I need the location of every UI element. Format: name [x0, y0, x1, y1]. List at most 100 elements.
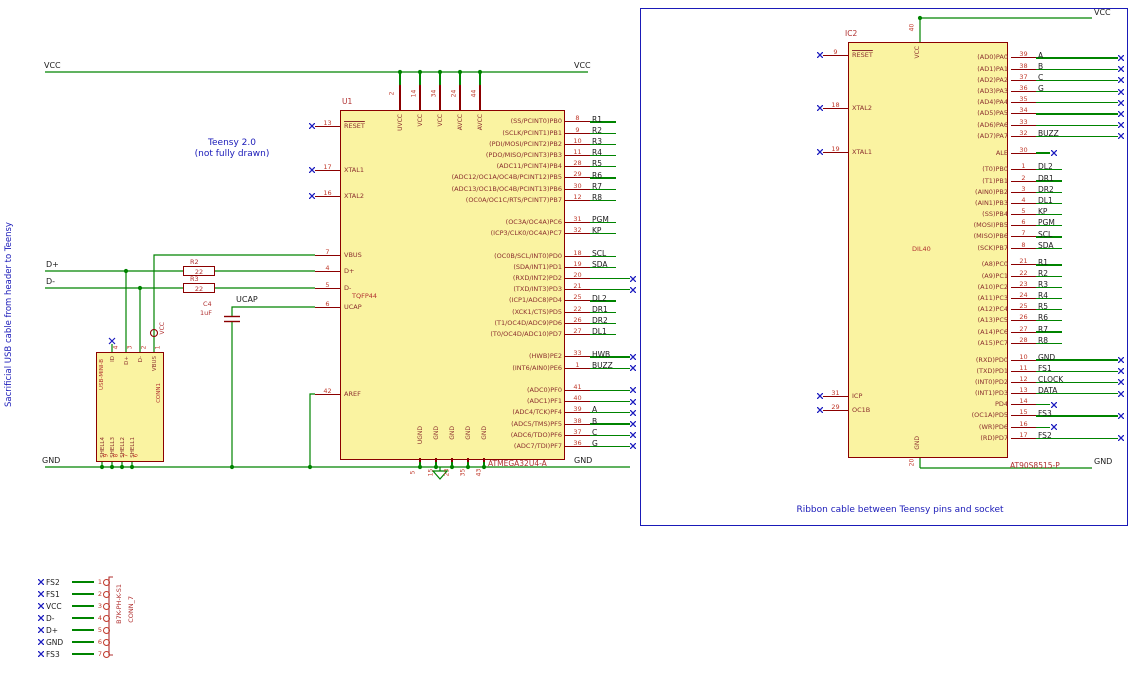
pin-row[interactable]: (ICP3/CLK0/OC4A)PC7 32 KP: [342, 226, 636, 239]
pin-row[interactable]: (OC0A/OC1C/RTS/PCINT7)PB7 12 R8: [342, 192, 636, 206]
u1-body[interactable]: [340, 110, 565, 460]
net-label-dminus[interactable]: D-: [46, 277, 56, 286]
pin-row[interactable]: (A15)PC7 28 R8: [850, 336, 1124, 349]
net-label[interactable]: DR1: [1038, 173, 1054, 183]
pin-row[interactable]: (INT0)PD2 12 CLOCK: [850, 375, 1124, 388]
net-label[interactable]: R3: [1038, 279, 1048, 289]
net-label[interactable]: DR1: [592, 304, 608, 314]
pin-row[interactable]: (XCK1/CTS)PD5 22 DR1: [342, 304, 636, 318]
u1-pin-xtal2[interactable]: 16 XTAL2: [309, 189, 364, 202]
net-label-vcc[interactable]: VCC: [44, 61, 61, 70]
pin-row[interactable]: (OC1A)PD5 15 FS3: [850, 408, 1124, 421]
pin-row[interactable]: (T1)PB1 2 DR1: [850, 173, 1124, 186]
power-rails[interactable]: [45, 71, 630, 468]
net-label[interactable]: D-: [46, 613, 55, 623]
net-label[interactable]: KP: [1038, 207, 1048, 217]
pin-row[interactable]: (A8)PC0 21 R1: [850, 257, 1124, 270]
u1-power-pin[interactable]: 34 VCC: [430, 72, 450, 142]
net-label[interactable]: SDA: [592, 260, 608, 270]
u1-pin-aref[interactable]: 42 AREF: [309, 387, 361, 400]
pin-row[interactable]: (OC3A/OC4A)PC6 31 PGM: [342, 215, 636, 228]
net-label[interactable]: R6: [592, 170, 602, 180]
pin-row[interactable]: (ADC12/OC1A/OC4B/PCINT12)PB5 29 R6: [342, 170, 636, 183]
pin-row[interactable]: (T1/OC4D/ADC9)PD6 26 DR2: [342, 316, 636, 329]
net-label[interactable]: R8: [592, 192, 602, 202]
pin-row[interactable]: (ADC5/TMS)PF5 38 B: [342, 416, 636, 429]
pin-row[interactable]: (AIN0)PB2 3 DR2: [850, 184, 1124, 198]
net-label[interactable]: FS1: [1038, 363, 1052, 373]
net-label[interactable]: SCL: [1038, 229, 1053, 239]
ic2-pin-icp[interactable]: 31 ICP: [817, 389, 862, 402]
u1-pin-dminus[interactable]: 5 D-: [309, 281, 351, 294]
net-label[interactable]: R4: [592, 148, 602, 158]
net-label[interactable]: R1: [1038, 257, 1048, 267]
net-label[interactable]: BUZZ: [592, 360, 613, 370]
u1-power-pin[interactable]: 14 VCC: [410, 72, 430, 142]
net-label-vcc-ic2[interactable]: VCC: [1094, 8, 1111, 17]
net-label[interactable]: GND: [1038, 352, 1056, 362]
conn7-pin-row[interactable]: FS1 2: [38, 588, 110, 600]
pin-row[interactable]: (A12)PC4 25 R5: [850, 302, 1124, 315]
ic2-pin-reset[interactable]: 9 RESET: [817, 48, 873, 61]
pin-row[interactable]: (INT6/AIN0)PE6 1 BUZZ: [342, 360, 636, 374]
ic2-pin-xtal1[interactable]: 19 XTAL1: [817, 145, 872, 158]
pin-row[interactable]: (ICP1/ADC8)PD4 25 DL2: [342, 293, 636, 306]
pin-row[interactable]: (TXD)PD1 11 FS1: [850, 363, 1124, 377]
pin-row[interactable]: (ADC11/PCINT4)PB4 28 R5: [342, 159, 636, 172]
pin-row[interactable]: (A14)PC6 27 R7: [850, 324, 1124, 337]
ic2-pin-oc1b[interactable]: 29 OC1B: [817, 403, 870, 416]
u1-power-pin[interactable]: 2 UVCC: [388, 72, 410, 142]
pin-row[interactable]: (ADC6/TDO)PF6 37 C: [342, 427, 636, 441]
pin-row[interactable]: (AD3)PA3 36 G: [850, 84, 1124, 97]
net-label[interactable]: PGM: [592, 215, 609, 225]
pin-row[interactable]: (SS)PB4 5 KP: [850, 207, 1124, 220]
pin-row[interactable]: (MOSI)PB5 6 PGM: [850, 218, 1124, 231]
u1-ground-pin[interactable]: 15 GND: [427, 424, 444, 484]
pin-row[interactable]: (AD7)PA7 32 BUZZ: [850, 128, 1124, 142]
net-label-gnd[interactable]: GND: [42, 456, 61, 465]
pin-row[interactable]: (WR)PD6 16: [850, 420, 1124, 433]
u1-ground-pin[interactable]: 5 UGND: [409, 424, 428, 484]
net-label[interactable]: R4: [1038, 291, 1048, 301]
u1-pin-xtal1[interactable]: 17 XTAL1: [309, 163, 364, 176]
net-label[interactable]: BUZZ: [1038, 128, 1059, 138]
u1-pin-reset[interactable]: 13 RESET: [309, 119, 365, 132]
conn7-pin-row[interactable]: VCC 3: [38, 600, 110, 612]
net-label[interactable]: FS1: [46, 589, 60, 599]
pin-row[interactable]: (OC0B/SCL/INT0)PD0 18 SCL: [342, 249, 636, 262]
resistor-r2[interactable]: R2 22: [183, 258, 215, 276]
net-label[interactable]: DL2: [592, 293, 607, 303]
net-label-ucap[interactable]: UCAP: [236, 295, 258, 304]
pin-row[interactable]: (MISO)PB6 7 SCL: [850, 229, 1124, 242]
pin-row[interactable]: (AD6)PA6 33: [850, 118, 1124, 131]
pin-row[interactable]: (INT1)PD3 13 DATA: [850, 386, 1124, 399]
net-label[interactable]: R5: [592, 159, 602, 169]
pin-row[interactable]: (RD)PD7 17 FS2: [850, 431, 1124, 444]
net-label[interactable]: KP: [592, 226, 602, 236]
pin-row[interactable]: (A11)PC3 24 R4: [850, 291, 1124, 304]
net-label[interactable]: B: [592, 416, 598, 426]
conn7-pin-row[interactable]: FS3 7: [38, 648, 110, 660]
net-label[interactable]: DL1: [1038, 196, 1053, 206]
pin-row[interactable]: PD4 14: [850, 397, 1124, 410]
net-label[interactable]: FS3: [46, 649, 60, 659]
pin-row[interactable]: (PDI/MOSI/PCINT2)PB2 10 R3: [342, 137, 636, 150]
net-label[interactable]: C: [592, 427, 598, 437]
net-label[interactable]: R7: [592, 181, 602, 191]
net-label[interactable]: R2: [1038, 268, 1048, 278]
net-label[interactable]: R7: [1038, 324, 1048, 334]
pin-row[interactable]: (AD5)PA5 34: [850, 106, 1124, 119]
net-label[interactable]: SDA: [1038, 240, 1054, 250]
net-label[interactable]: DR2: [1038, 184, 1054, 194]
net-label[interactable]: HWB: [592, 349, 611, 359]
pin-row[interactable]: (A10)PC2 23 R3: [850, 279, 1124, 293]
net-label[interactable]: R6: [1038, 313, 1048, 323]
net-label[interactable]: VCC: [46, 601, 62, 611]
u1-pin-dplus[interactable]: 4 D+: [309, 264, 354, 277]
pin-row[interactable]: (TXD/INT3)PD3 21: [342, 282, 636, 295]
pin-row[interactable]: (AD4)PA4 35: [850, 95, 1124, 108]
ic2-pin-xtal2[interactable]: 18 XTAL2: [817, 101, 872, 114]
net-label[interactable]: R2: [592, 125, 602, 135]
pin-row[interactable]: (AD2)PA2 37 C: [850, 73, 1124, 86]
